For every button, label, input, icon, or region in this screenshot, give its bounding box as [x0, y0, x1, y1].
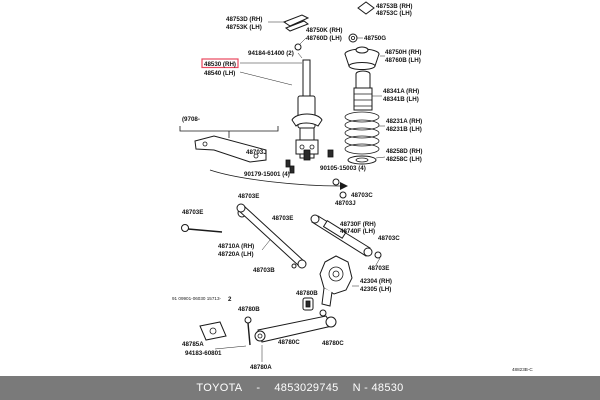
knuckle-part [319, 255, 353, 307]
parts-diagram: 48753B (RH) 48753C (LH) 48753D (RH) 4875… [172, 1, 533, 372]
label-48341B: 48341B (LH) [383, 96, 419, 103]
label-9708: (9708- [182, 116, 200, 123]
label-90901: 91 09901-06030 15713- [172, 296, 222, 301]
stabilizer-bracket-part [194, 135, 267, 163]
label-48703C-a: 48703C [351, 192, 373, 199]
label-48780C-b: 48780C [322, 340, 344, 347]
label-48540: 48540 (LH) [204, 70, 235, 77]
bolts-part [285, 149, 334, 174]
label-48703E-a: 48703E [238, 193, 259, 200]
label-2: 2 [228, 296, 232, 303]
toe-link-part [236, 203, 307, 269]
upper-plate-part [282, 14, 310, 32]
adjust-link-part [310, 214, 373, 257]
label-48703C-b: 48703C [378, 235, 400, 242]
bump-stopper-part [353, 70, 373, 111]
label-48760B: 48760B (LH) [385, 57, 421, 64]
spring-seat-part [347, 155, 377, 165]
shock-absorber-part [291, 59, 323, 161]
label-48258D: 48258D (RH) [386, 148, 422, 155]
bearing-nut-part [348, 33, 358, 43]
label-48231A: 48231A (RH) [386, 118, 422, 125]
strut-mount-part [344, 46, 380, 70]
label-48530[interactable]: 48530 (RH) [204, 61, 236, 68]
label-48258C: 48258C (LH) [386, 156, 422, 163]
label-48760D: 48760D (LH) [306, 35, 342, 42]
label-48750K: 48750K (RH) [306, 27, 342, 34]
label-48753C: 48753C (LH) [376, 10, 412, 17]
label-48730F: 48730F (RH) [340, 221, 376, 228]
footer-bar: TOYOTA - 4853029745 N - 48530 [0, 376, 600, 400]
label-94183: 94183-60801 [185, 350, 222, 357]
trailing-arm-part [254, 315, 337, 343]
label-90179: 90179-15001 (4) [244, 171, 290, 178]
label-90105: 90105-15003 (4) [320, 165, 366, 172]
label-48785A: 48785A [182, 341, 204, 348]
label-48703J-b: 48703J [335, 200, 356, 207]
label-48703E-c: 48703E [182, 209, 203, 216]
label-48750G: 48750G [364, 35, 386, 42]
coil-spring-part [344, 111, 380, 155]
brand-name: TOYOTA [196, 382, 243, 394]
label-48780C-a: 48780C [278, 339, 300, 346]
label-48753B: 48753B (RH) [376, 3, 412, 10]
bushing-part [302, 297, 314, 311]
label-48703B-a: 48703B [253, 267, 275, 274]
part-number: 4853029745 [274, 382, 339, 394]
label-48720A: 48720A (LH) [218, 251, 254, 258]
label-48341A: 48341A (RH) [383, 88, 419, 95]
label-42304: 42304 (RH) [360, 278, 392, 285]
label-48703E-d: 48703E [368, 265, 389, 272]
upper-cap-part [357, 1, 375, 15]
label-48740F: 48740F (LH) [340, 228, 375, 235]
label-48231B: 48231B (LH) [386, 126, 422, 133]
long-bolt-part [181, 224, 223, 233]
label-48780A: 48780A [250, 364, 272, 371]
label-illustration-code: 48823B-C [512, 367, 533, 372]
label-48753D: 48753D (RH) [226, 16, 262, 23]
label-48703E-b: 48703E [272, 215, 293, 222]
label-48703J-top: 48703J [246, 149, 267, 156]
part-code: N - 48530 [352, 382, 404, 394]
mount-bracket-part [199, 321, 227, 341]
label-48753K: 48753K (LH) [226, 24, 262, 31]
label-42305: 42305 (LH) [360, 286, 391, 293]
label-48710A: 48710A (RH) [218, 243, 254, 250]
label-48780B-b: 48780B [238, 306, 260, 313]
label-94184-61400: 94184-61400 (2) [248, 50, 294, 57]
lower-bolt-part [244, 316, 252, 346]
label-48750H: 48750H (RH) [385, 49, 421, 56]
label-48780B-a: 48780B [296, 290, 318, 297]
highlight-box [201, 58, 239, 69]
footer-separator: - [256, 382, 261, 394]
